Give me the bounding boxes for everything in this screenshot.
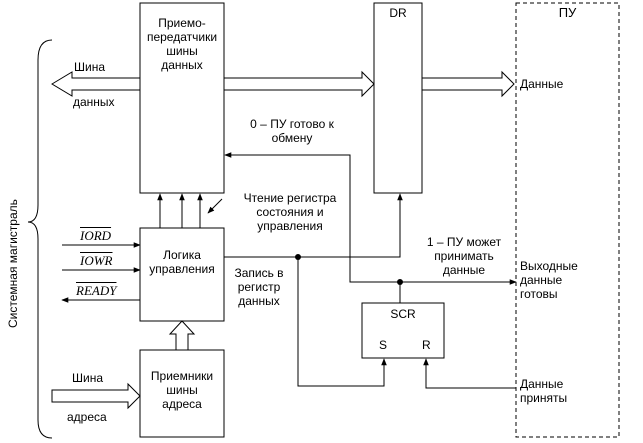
data-bus-top-label: Шина	[74, 60, 106, 74]
read-status-line3: управления	[257, 219, 323, 233]
iowr-signal: IOWR	[80, 253, 113, 268]
data-accepted-line1: Данные	[520, 377, 564, 391]
pu-ready-feedback-line	[224, 152, 400, 283]
output-ready-line3: готовы	[520, 287, 558, 301]
write-data-line1: Запись в	[234, 266, 284, 280]
system-bus-brace	[27, 39, 53, 439]
pu-can-accept-line3: данные	[442, 263, 486, 277]
data-accepted-line	[423, 358, 516, 389]
output-ready-line1: Выходные	[520, 259, 578, 273]
read-status-pointer	[207, 198, 223, 214]
data-label: Данные	[520, 77, 564, 91]
pu-can-accept-label: 1 – ПУ может принимать данные	[414, 235, 514, 277]
transceivers-box	[139, 2, 225, 194]
read-status-label: Чтение регистра состояния и управления	[230, 191, 350, 233]
read-status-line2: состояния и	[256, 205, 324, 219]
pu-ready-label: 0 – ПУ готово к обмену	[238, 117, 346, 145]
control-logic-box	[139, 227, 225, 322]
address-receivers-line2: шины	[166, 383, 198, 397]
address-receivers-box	[139, 349, 225, 438]
pu-can-accept-line2: принимать	[434, 249, 494, 263]
control-logic-line1: Логика	[163, 248, 201, 262]
transceivers-line3: шины	[166, 44, 198, 58]
pu-box	[515, 2, 620, 438]
output-ready-line2: данные	[520, 273, 563, 287]
address-bus-arrow	[51, 382, 141, 410]
ready-signal: READY	[76, 283, 117, 298]
address-receivers-line1: Приемники	[150, 369, 214, 383]
read-status-line1: Чтение регистра	[243, 191, 337, 205]
address-receivers-line3: адреса	[162, 397, 202, 411]
system-bus-label: Системная магистраль	[6, 199, 20, 328]
iord-signal: IORD	[80, 228, 112, 243]
dr-box	[373, 2, 423, 194]
transceivers-line1: Приемо-	[158, 16, 206, 30]
address-receivers-title: Приемники шины адреса	[140, 369, 224, 411]
data-accepted-label: Данные приняты	[520, 377, 567, 405]
data-accepted-line2: приняты	[520, 391, 568, 405]
data-bus-bottom-label: данных	[73, 95, 115, 109]
transceivers-line2: передатчики	[146, 30, 218, 44]
pu-ready-line2: обмену	[271, 131, 313, 145]
transceivers-dr-arrow	[223, 70, 375, 98]
address-bus-bottom-label: адреса	[67, 410, 107, 424]
pu-ready-line1: 0 – ПУ готово к	[250, 117, 334, 131]
pu-title: ПУ	[558, 5, 577, 20]
transceivers-title: Приемо- передатчики шины данных	[140, 16, 224, 72]
write-data-line2: регистр	[237, 280, 281, 294]
output-ready-label: Выходные данные готовы	[520, 259, 578, 301]
address-logic-arrow	[168, 320, 196, 351]
scr-title: SCR	[390, 307, 416, 321]
address-bus-top-label: Шина	[72, 371, 104, 385]
scr-box	[361, 302, 445, 359]
write-data-line3: данных	[238, 294, 280, 308]
scr-s-label: S	[379, 338, 388, 352]
scr-r-label: R	[422, 338, 431, 352]
data-bus-arrow	[51, 71, 141, 97]
transceivers-line4: данных	[161, 58, 203, 72]
control-logic-line2: управления	[149, 262, 215, 276]
dr-title: DR	[389, 6, 407, 20]
write-to-scr-s-line	[297, 257, 387, 387]
write-data-label: Запись в регистр данных	[226, 266, 292, 308]
write-data-line	[224, 193, 403, 258]
control-logic-title: Логика управления	[140, 248, 224, 276]
pu-can-accept-line1: 1 – ПУ может	[426, 235, 502, 249]
dr-pu-data-arrow	[421, 70, 515, 98]
